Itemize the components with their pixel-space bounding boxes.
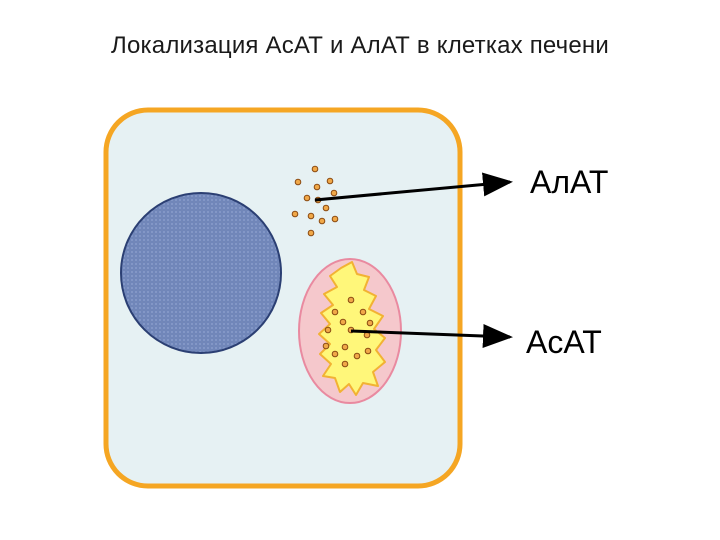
enzyme-dot [331, 215, 339, 223]
enzyme-dot [339, 318, 347, 326]
enzyme-dot [322, 342, 330, 350]
enzyme-dot [341, 360, 349, 368]
cytoplasm-enzyme-dots [291, 165, 339, 237]
enzyme-dot [303, 194, 311, 202]
asat-label: АсАТ [526, 324, 602, 360]
nucleus [120, 192, 282, 354]
alat-arrow [314, 172, 513, 202]
enzyme-dot [326, 177, 334, 185]
enzyme-dot [311, 165, 319, 173]
enzyme-dot [313, 183, 321, 191]
enzyme-dot [291, 210, 299, 218]
alat-label: АлАТ [530, 164, 609, 200]
enzyme-dot [364, 347, 372, 355]
enzyme-dot [294, 178, 302, 186]
enzyme-dot [359, 308, 367, 316]
asat-arrow [350, 323, 513, 348]
enzyme-dot [307, 212, 315, 220]
slide-title: Локализация АсАТ и АлАТ в клетках печени [111, 32, 609, 59]
enzyme-dot [353, 352, 361, 360]
enzyme-dot [347, 296, 355, 304]
enzyme-dot [331, 350, 339, 358]
enzyme-dot [318, 217, 326, 225]
enzyme-dot [307, 229, 315, 237]
enzyme-dot [366, 319, 374, 327]
enzyme-dot [331, 308, 339, 316]
enzyme-dot [330, 189, 338, 197]
enzyme-dot [324, 326, 332, 334]
enzyme-dot [341, 343, 349, 351]
enzyme-dot [322, 204, 330, 212]
